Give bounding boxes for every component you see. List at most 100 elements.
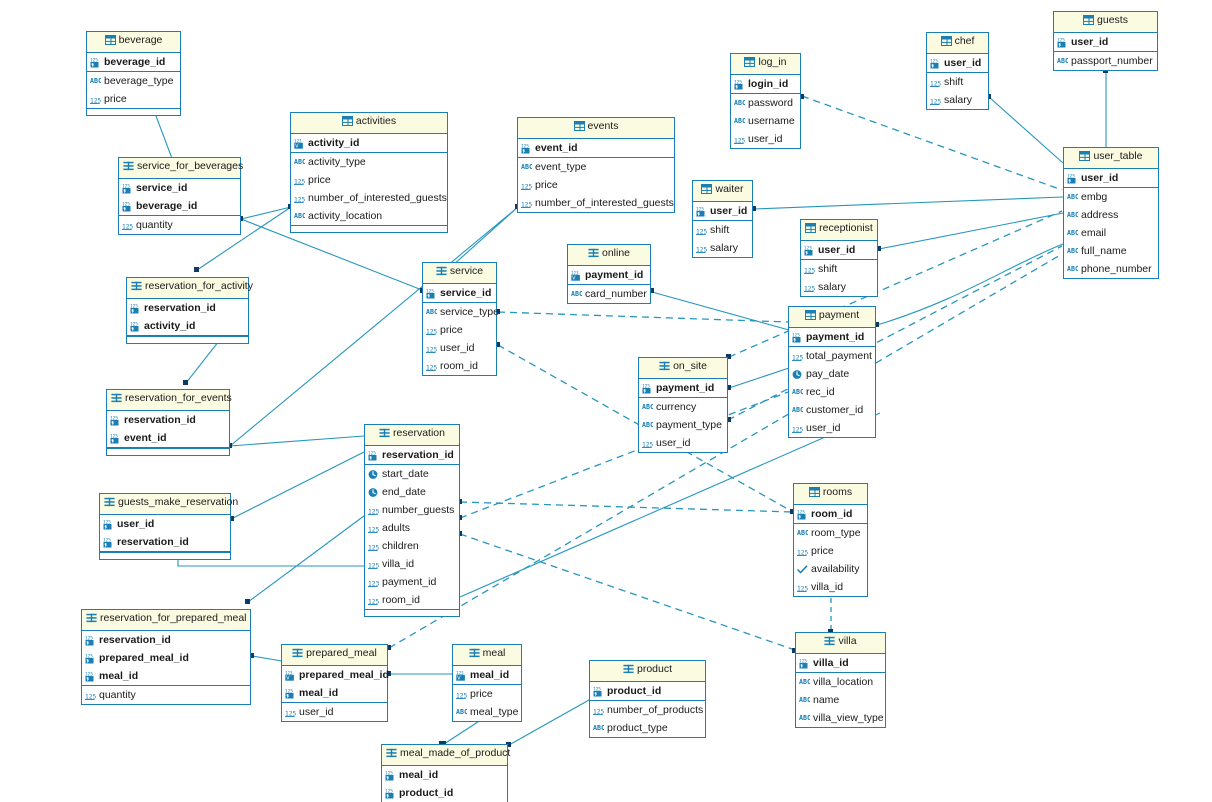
column-pay_date[interactable]: pay_date — [789, 365, 875, 383]
column-end_date[interactable]: end_date — [365, 483, 459, 501]
column-availability[interactable]: availability — [794, 560, 867, 578]
